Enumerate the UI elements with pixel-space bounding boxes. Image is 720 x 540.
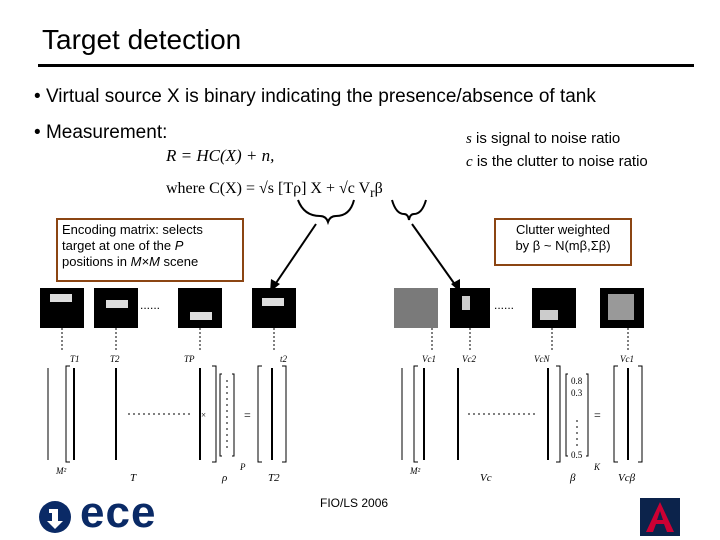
matrix-col-label: T2 bbox=[110, 354, 120, 364]
callout-text: target at one of the bbox=[62, 238, 175, 253]
result-name-label: Vcβ bbox=[618, 472, 636, 484]
target-image-p bbox=[178, 288, 222, 328]
encoding-matrix-callout: Encoding matrix: selects target at one o… bbox=[56, 218, 244, 282]
bullet-measurement-text: Measurement: bbox=[45, 122, 168, 143]
clutter-image-2 bbox=[450, 288, 490, 328]
matrix-col-label: Vc1 bbox=[422, 354, 436, 364]
equals-symbol: = bbox=[594, 408, 601, 422]
result-bracket-left bbox=[257, 365, 262, 463]
cnr-symbol: c bbox=[466, 154, 473, 170]
title-underline bbox=[38, 64, 694, 67]
cnr-text: is the clutter to noise ratio bbox=[472, 153, 648, 170]
clutter-image-n bbox=[532, 288, 576, 328]
arrow-target bbox=[273, 223, 317, 287]
vector-name-label: β bbox=[570, 472, 576, 484]
matrix-col-label: Vc2 bbox=[462, 354, 476, 364]
bullet-dot: • bbox=[34, 86, 41, 107]
result-name-label: T2 bbox=[268, 472, 280, 484]
matrix-col-label: T1 bbox=[70, 354, 80, 364]
clutter-equation: where C(X) = √s [Tρ] X + √c Vrβ bbox=[166, 180, 383, 201]
selected-target-image bbox=[252, 288, 296, 328]
clutter-equation-sub: r bbox=[370, 185, 375, 201]
callout-var: M×M bbox=[130, 254, 160, 269]
result-bracket-right bbox=[638, 365, 643, 463]
result-bracket-right bbox=[282, 365, 287, 463]
brace-target-term bbox=[297, 199, 355, 226]
callout-line: positions in M×M scene bbox=[62, 254, 238, 270]
matrix-col-label: TP bbox=[184, 354, 195, 364]
left-bracket bbox=[65, 365, 70, 463]
university-logo-icon bbox=[640, 498, 680, 536]
callout-line: by β ~ N(mβ,Σβ) bbox=[515, 238, 611, 253]
matrix-col-label: VcN bbox=[534, 354, 550, 364]
beta-value: 0.8 bbox=[571, 376, 583, 386]
measurement-equation: R = HC(X) + n, bbox=[166, 146, 275, 165]
callout-text: positions in bbox=[62, 254, 131, 269]
snr-symbol: s bbox=[466, 131, 472, 147]
equals-symbol: = bbox=[244, 408, 251, 422]
callout-text: scene bbox=[159, 254, 199, 269]
clutter-equation-main: where C(X) = √s [Tρ] X + √c V bbox=[166, 180, 371, 197]
left-bracket bbox=[413, 365, 418, 463]
result-bracket-left bbox=[613, 365, 618, 463]
cnr-note: c is the clutter to noise ratio bbox=[466, 153, 648, 171]
callout-line: target at one of the P bbox=[62, 238, 238, 254]
callout-var: P bbox=[174, 238, 184, 253]
ece-logo-text: ece bbox=[80, 488, 157, 537]
times-symbol: × bbox=[201, 410, 207, 420]
page-title: Target detection bbox=[42, 24, 242, 55]
ellipsis: ...... bbox=[494, 298, 515, 312]
clutter-weight-callout: Clutter weighted by β ~ N(mβ,Σβ) bbox=[494, 218, 632, 266]
vector-bracket-right bbox=[232, 373, 235, 457]
bullet-virtual-source: • Virtual source X is binary indicating … bbox=[34, 86, 596, 108]
bullet-measurement: • Measurement: bbox=[34, 122, 167, 144]
vector-bracket-left bbox=[219, 373, 222, 457]
ece-logo-icon bbox=[39, 501, 71, 533]
arrow-clutter bbox=[411, 223, 457, 287]
brace-clutter-term bbox=[391, 199, 427, 221]
callout-line: Clutter weighted bbox=[516, 222, 610, 237]
result-col-label: Vc1 bbox=[620, 354, 634, 364]
snr-text: is signal to noise ratio bbox=[471, 130, 621, 147]
rows-label: M² bbox=[56, 466, 67, 476]
target-image-2 bbox=[94, 288, 138, 328]
rows-label: M² bbox=[410, 466, 421, 476]
target-image-1 bbox=[40, 288, 84, 328]
size-label: P bbox=[240, 462, 246, 472]
beta-value: 0.5 bbox=[571, 450, 583, 460]
vector-bracket-right bbox=[586, 373, 589, 457]
clutter-equation-tail: β bbox=[374, 180, 383, 197]
bullet-virtual-source-text: Virtual source X is binary indicating th… bbox=[45, 86, 596, 107]
beta-value: 0.3 bbox=[571, 388, 583, 398]
ellipsis: ...... bbox=[140, 298, 161, 312]
callout-line: Encoding matrix: selects bbox=[62, 222, 203, 237]
size-label: K bbox=[594, 462, 601, 472]
matrix-name-label: T bbox=[130, 472, 137, 484]
snr-note: s is signal to noise ratio bbox=[466, 130, 620, 148]
bullet-dot: • bbox=[34, 122, 41, 143]
matrix-name-label: Vc bbox=[480, 472, 492, 484]
vector-bracket-left bbox=[565, 373, 568, 457]
result-col-label: t2 bbox=[280, 354, 288, 364]
right-bracket bbox=[556, 365, 561, 463]
clutter-image-1 bbox=[394, 288, 438, 328]
vector-name-label: ρ bbox=[222, 472, 228, 484]
footer-text: FIO/LS 2006 bbox=[320, 496, 389, 510]
weighted-clutter-image bbox=[600, 288, 644, 328]
right-bracket bbox=[212, 365, 217, 463]
